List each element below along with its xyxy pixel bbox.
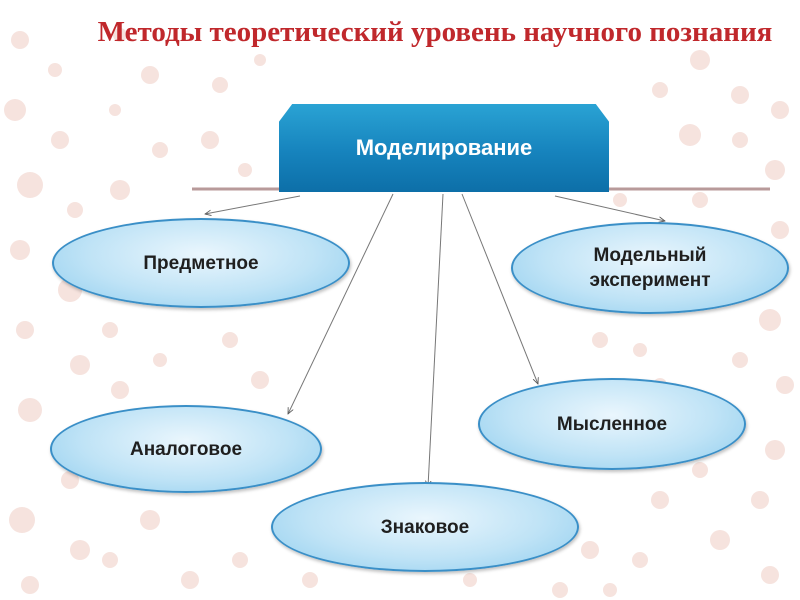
- node-subject: Предметное: [52, 218, 350, 308]
- arrow-to-experiment: [554, 195, 665, 221]
- arrow-to-mental: [461, 193, 538, 384]
- arrow-to-subject: [205, 195, 301, 214]
- root-box: [279, 104, 609, 192]
- arrow-to-sign: [428, 193, 444, 487]
- slide-title: Методы теоретический уровень научного по…: [97, 16, 773, 48]
- node-sign: Знаковое: [271, 482, 579, 572]
- root-label: Моделирование: [355, 135, 533, 160]
- arrow-to-analog: [287, 193, 394, 414]
- node-analog: Аналоговое: [50, 405, 322, 493]
- node-mental: Мысленное: [478, 378, 746, 470]
- node-model-experiment: Модельный эксперимент: [511, 222, 789, 314]
